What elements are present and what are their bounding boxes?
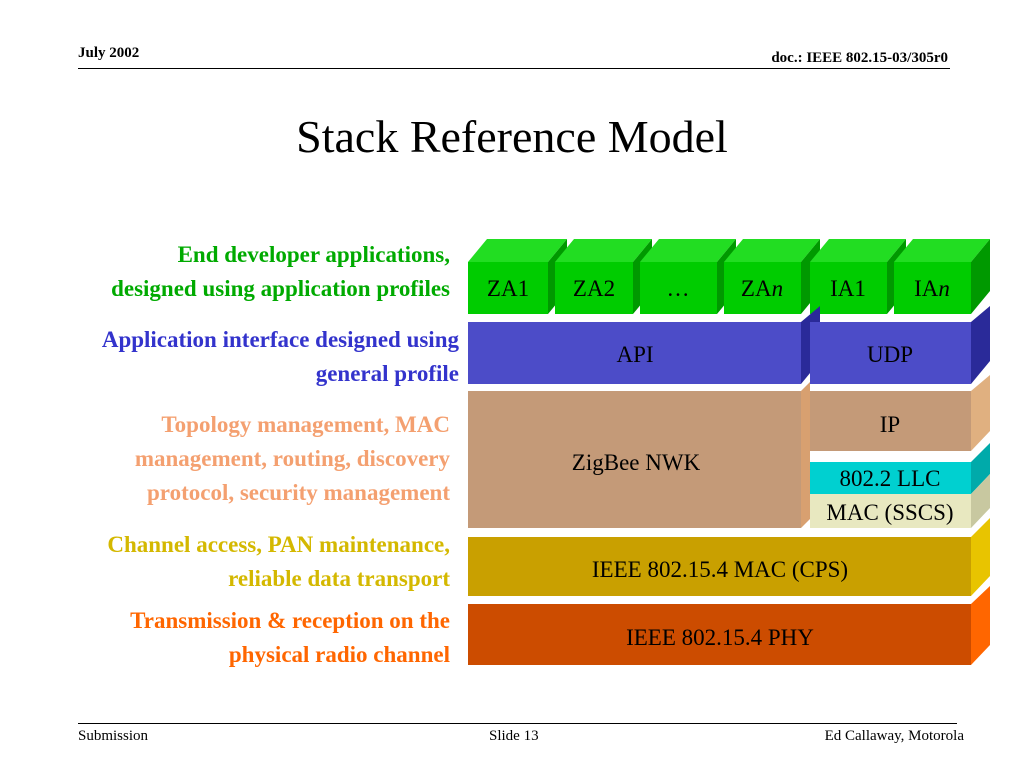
udp-block: UDP — [810, 306, 990, 384]
sscs-block: MAC (SSCS) — [810, 474, 990, 528]
footer-author: Ed Callaway, Motorola — [824, 728, 964, 744]
udp-label: UDP — [867, 342, 913, 367]
app-block-za2: ZA2 — [555, 239, 652, 314]
api-block: API — [468, 306, 820, 384]
footer-submission: Submission — [78, 728, 149, 744]
app-block-ellipsis: … — [640, 239, 736, 314]
ip-block: IP — [810, 375, 990, 451]
app-label-4: IA1 — [830, 276, 866, 301]
label-applications: End developer applications, designed usi… — [111, 242, 450, 301]
app-label-5: IAn — [914, 276, 950, 301]
slide-title: Stack Reference Model — [296, 111, 728, 162]
app-label-3: ZAn — [741, 276, 783, 301]
app-block-ia1: IA1 — [810, 239, 906, 314]
app-block-zan: ZAn — [724, 239, 820, 314]
label-network-layer: Topology management, MAC management, rou… — [134, 412, 450, 505]
app-blocks: ZA1 ZA2 … ZAn IA1 — [468, 239, 990, 314]
app-label-1: ZA2 — [573, 276, 615, 301]
mac-cps-label: IEEE 802.15.4 MAC (CPS) — [592, 557, 848, 582]
header-date: July 2002 — [78, 45, 140, 61]
label-mac-layer: Channel access, PAN maintenance, reliabl… — [107, 532, 450, 591]
mac-cps-block: IEEE 802.15.4 MAC (CPS) — [468, 518, 990, 596]
ip-label: IP — [880, 412, 900, 437]
zigbee-nwk-label: ZigBee NWK — [572, 450, 701, 475]
llc-block: 802.2 LLC — [810, 443, 990, 494]
zigbee-nwk-block: ZigBee NWK — [468, 382, 810, 528]
footer-slide-number: Slide 13 — [489, 728, 539, 744]
sscs-label: MAC (SSCS) — [826, 500, 953, 525]
llc-label: 802.2 LLC — [840, 466, 941, 491]
app-block-za1: ZA1 — [468, 239, 567, 314]
app-block-ian: IAn — [894, 239, 990, 314]
header-doc-id: doc.: IEEE 802.15-03/305r0 — [771, 50, 948, 66]
label-application-interface: Application interface designed using gen… — [101, 327, 459, 386]
app-label-2: … — [667, 276, 690, 301]
footer-divider — [78, 723, 957, 724]
phy-block: IEEE 802.15.4 PHY — [468, 586, 990, 665]
header-divider — [78, 68, 950, 69]
app-label-0: ZA1 — [487, 276, 529, 301]
label-phy-layer: Transmission & reception on the physical… — [130, 608, 450, 667]
phy-label: IEEE 802.15.4 PHY — [626, 625, 814, 650]
api-label: API — [616, 342, 653, 367]
